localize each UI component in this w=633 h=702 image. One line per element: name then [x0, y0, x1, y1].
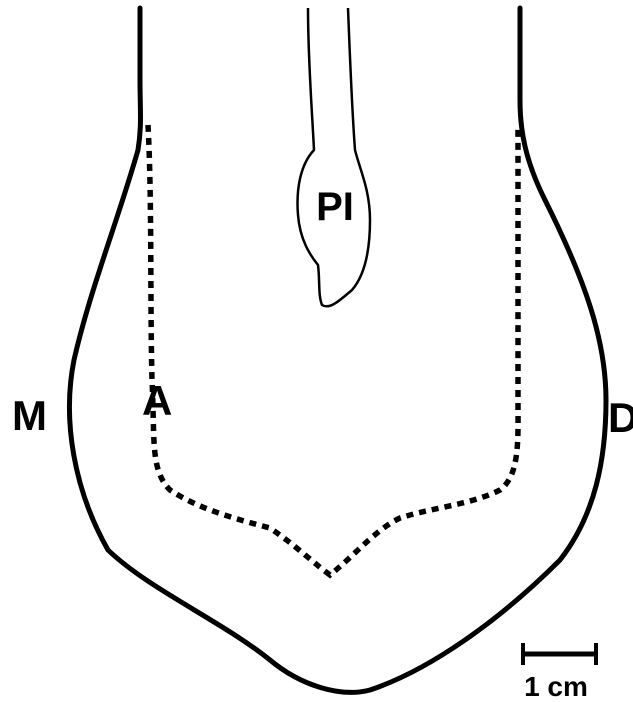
- label-m: M: [12, 392, 47, 439]
- label-a: A: [142, 377, 172, 424]
- scale-bar-label: 1 cm: [524, 671, 588, 702]
- scale-bar: 1 cm: [523, 643, 596, 702]
- label-pi: PI: [316, 185, 354, 229]
- pi-structure: [298, 8, 370, 306]
- label-d: D: [608, 394, 633, 441]
